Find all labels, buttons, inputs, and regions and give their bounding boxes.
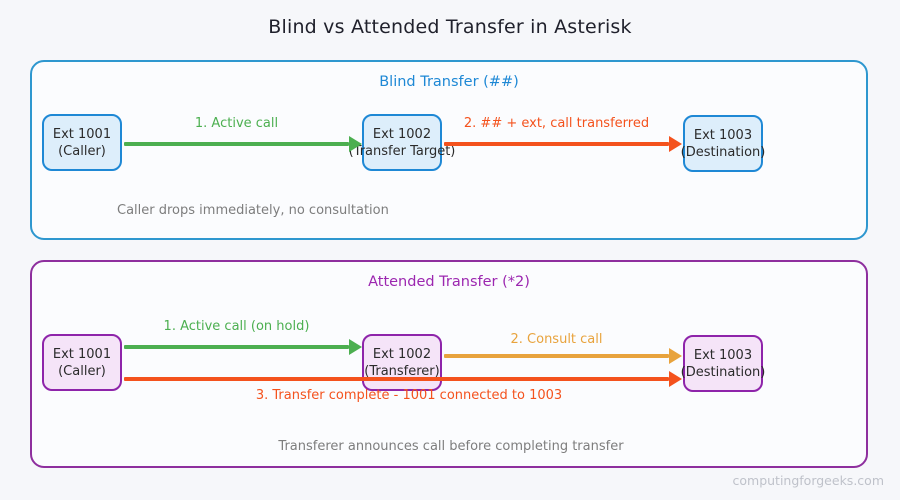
attended-consult-call-arrowhead-icon	[669, 348, 682, 364]
blind-transfer-arrow-line	[444, 142, 669, 146]
blind-ext-1003-role: (Destination)	[680, 144, 766, 160]
blind-panel-note: Caller drops immediately, no consultatio…	[117, 203, 389, 218]
blind-panel-title: Blind Transfer (##)	[379, 74, 519, 90]
blind-ext-1002-role: (Transfer Target)	[348, 143, 456, 159]
blind-ext-1001-label: Ext 1001	[52, 126, 112, 142]
attended-ext-1003-role: (Destination)	[680, 364, 766, 380]
attended-ext-1001-label: Ext 1001	[52, 346, 112, 362]
attended-transfer-complete-arrowhead-icon	[669, 371, 682, 387]
blind-ext-1002-label: Ext 1002	[372, 126, 432, 142]
blind-ext-1001-role: (Caller)	[58, 143, 106, 159]
blind-active-call-arrowhead-icon	[349, 136, 362, 152]
attended-ext-1002-role: (Transferer)	[364, 363, 440, 379]
attended-active-call-arrow-line	[124, 345, 349, 349]
watermark: computingforgeeks.com	[732, 473, 885, 488]
attended-ext-1001-box: Ext 1001 (Caller)	[42, 334, 122, 391]
attended-ext-1001-role: (Caller)	[58, 363, 106, 379]
blind-ext-1003-box: Ext 1003 (Destination)	[680, 115, 766, 172]
attended-consult-call-arrow-label: 2. Consult call	[510, 332, 603, 347]
diagram-title: Blind vs Attended Transfer in Asterisk	[268, 16, 632, 38]
attended-transfer-complete-arrow-line	[124, 377, 669, 381]
blind-transfer-panel: Blind Transfer (##) Ext 1001 (Caller) Ex…	[30, 60, 868, 240]
blind-ext-1002-box: Ext 1002 (Transfer Target)	[349, 114, 455, 171]
blind-active-call-arrow-line	[124, 142, 349, 146]
attended-consult-call-arrow-line	[444, 354, 669, 358]
blind-ext-1001-box: Ext 1001 (Caller)	[42, 114, 122, 171]
attended-ext-1003-box: Ext 1003 (Destination)	[680, 335, 766, 392]
attended-transfer-complete-arrow-label: 3. Transfer complete - 1001 connected to…	[255, 388, 563, 403]
attended-transfer-panel: Attended Transfer (*2) Ext 1001 (Caller)…	[30, 260, 868, 468]
attended-ext-1002-label: Ext 1002	[372, 346, 432, 362]
attended-active-call-arrow-label: 1. Active call (on hold)	[163, 319, 310, 334]
blind-active-call-arrow-label: 1. Active call	[194, 116, 279, 131]
attended-ext-1003-label: Ext 1003	[693, 347, 753, 363]
blind-transfer-arrow-label: 2. ## + ext, call transferred	[463, 116, 650, 131]
attended-panel-note: Transferer announces call before complet…	[278, 439, 624, 454]
blind-ext-1003-label: Ext 1003	[693, 127, 753, 143]
blind-transfer-arrowhead-icon	[669, 136, 682, 152]
attended-active-call-arrowhead-icon	[349, 339, 362, 355]
attended-ext-1002-box: Ext 1002 (Transferer)	[362, 334, 442, 391]
attended-panel-title: Attended Transfer (*2)	[368, 274, 530, 290]
